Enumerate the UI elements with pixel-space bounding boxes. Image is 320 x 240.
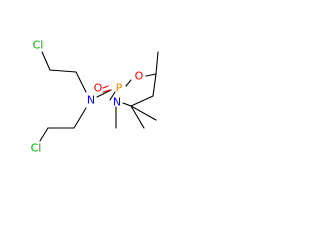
bond-p-ring-oxygen (125, 79, 132, 87)
bond-amine-ch2-top (75, 71, 87, 93)
bond-p-amine-nitrogen (96, 89, 112, 98)
molecule-structure-diagram: P O O N N Cl Cl (31, 39, 159, 155)
chloroethyl-arms (39, 51, 87, 142)
bond-c5-c4 (130, 95, 154, 107)
bond-c4-methyl-b (130, 105, 157, 121)
atom-phosphorus: P (116, 82, 123, 95)
bond-c6-methyl (155, 51, 159, 75)
atom-chlorine-bottom: Cl (31, 142, 42, 155)
bond-ring-oxygen-c6 (145, 73, 157, 77)
atom-ring-nitrogen: N (113, 96, 121, 109)
atom-labels: P O O N N Cl Cl (31, 39, 144, 155)
bond-c4-methyl-a (130, 105, 145, 129)
bond-ch2-cl-bottom (39, 127, 49, 142)
atom-amine-nitrogen: N (87, 94, 95, 107)
phosphoryl-double-bond (102, 85, 111, 93)
bond-p-oxo-line-2 (102, 89, 111, 93)
atom-oxo-oxygen: O (94, 82, 103, 95)
bond-ch2-ch2-top (49, 69, 77, 73)
substituent-bonds (96, 51, 159, 129)
atom-ring-oxygen: O (135, 70, 144, 83)
ring-bonds (109, 73, 157, 107)
bond-ch2-cl-top (41, 51, 51, 71)
bond-ring-nitrogen-p (109, 91, 116, 101)
bond-amine-ch2-bottom (73, 107, 87, 129)
atom-chlorine-top: Cl (33, 39, 44, 52)
bond-c4-ring-nitrogen (122, 102, 132, 107)
bond-p-oxo-line-1 (102, 85, 109, 89)
bond-c6-c5 (152, 73, 157, 97)
